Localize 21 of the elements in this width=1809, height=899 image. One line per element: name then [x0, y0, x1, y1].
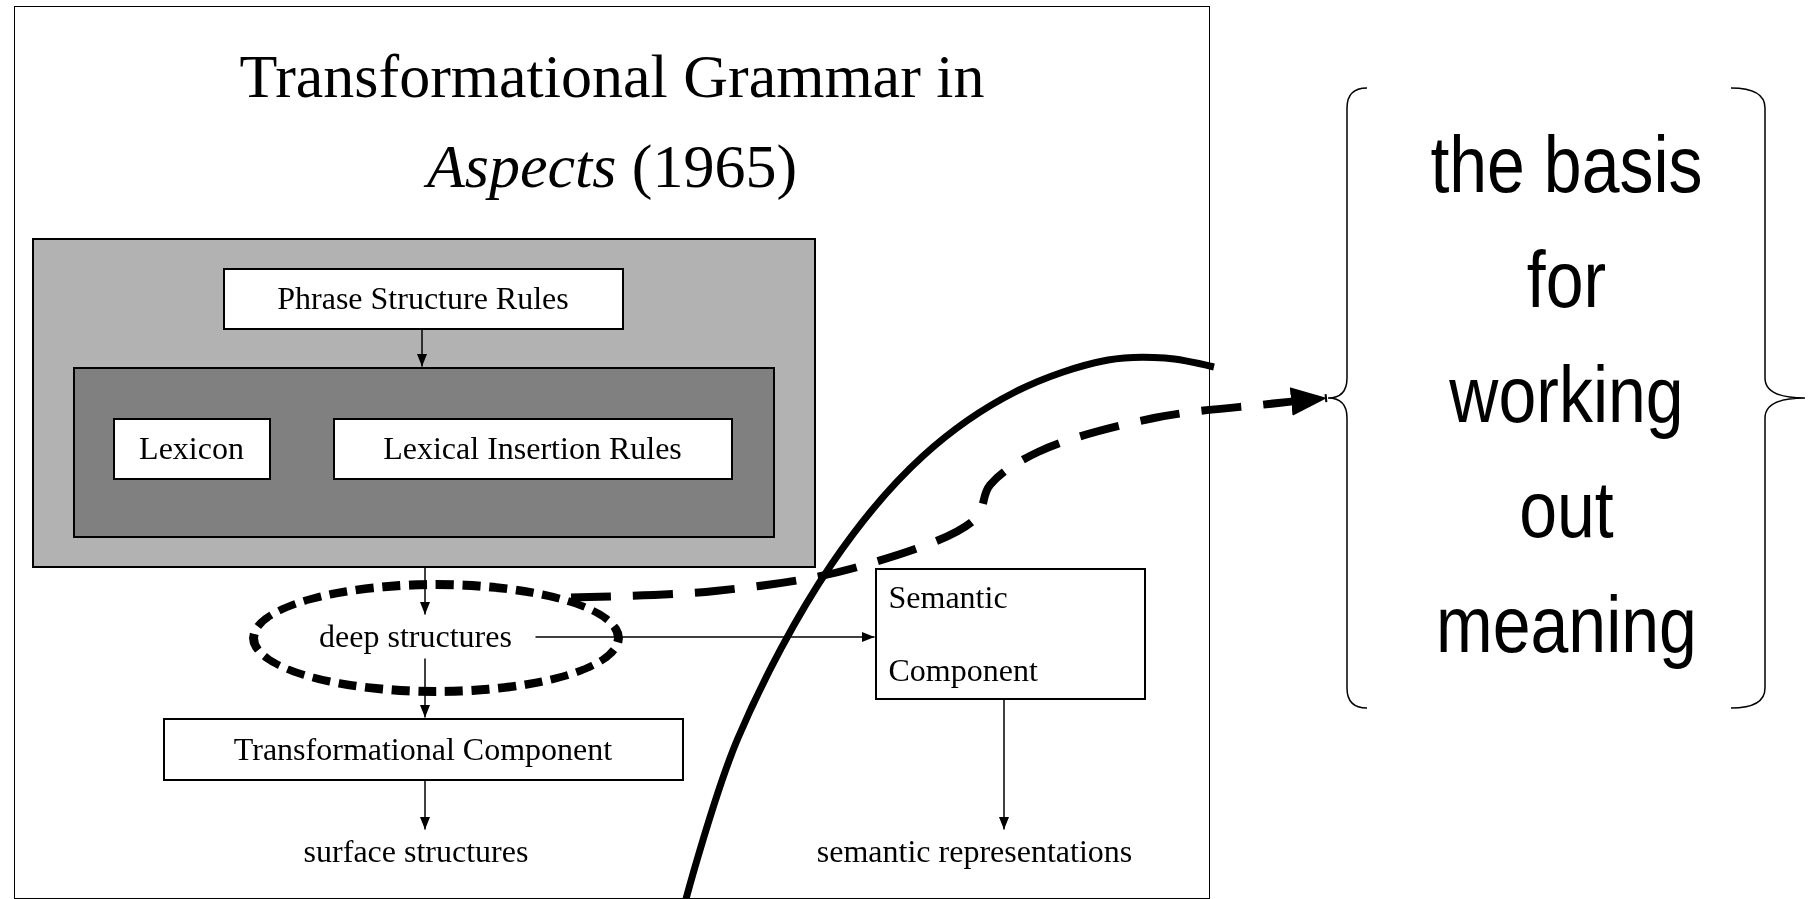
- outer-frame: [14, 6, 1210, 899]
- arrow: [534, 631, 876, 643]
- braced-text: the basis for working out meaning: [1429, 119, 1704, 671]
- arrow: [419, 657, 431, 719]
- shaded-panel: [72, 366, 775, 538]
- arrow: [419, 779, 431, 831]
- stage-label: surface structures: [276, 829, 556, 874]
- component-box: Lexicon: [112, 417, 271, 480]
- dashed-arrow: [570, 387, 1328, 602]
- component-box: Semantic Component: [874, 567, 1146, 700]
- shaded-panel: [31, 237, 816, 568]
- stage-label: semantic representations: [778, 829, 1171, 874]
- title-text: Transformational Grammar in Aspects (1965): [238, 41, 986, 202]
- component-box: Transformational Component: [162, 717, 684, 781]
- stage-label: deep structures: [295, 614, 536, 659]
- dotted-ellipse: [248, 579, 623, 696]
- component-box: Lexical Insertion Rules: [332, 417, 733, 480]
- arrow: [416, 328, 428, 368]
- arrow: [998, 698, 1010, 831]
- arrow: [419, 566, 431, 616]
- component-box: Phrase Structure Rules: [222, 267, 624, 330]
